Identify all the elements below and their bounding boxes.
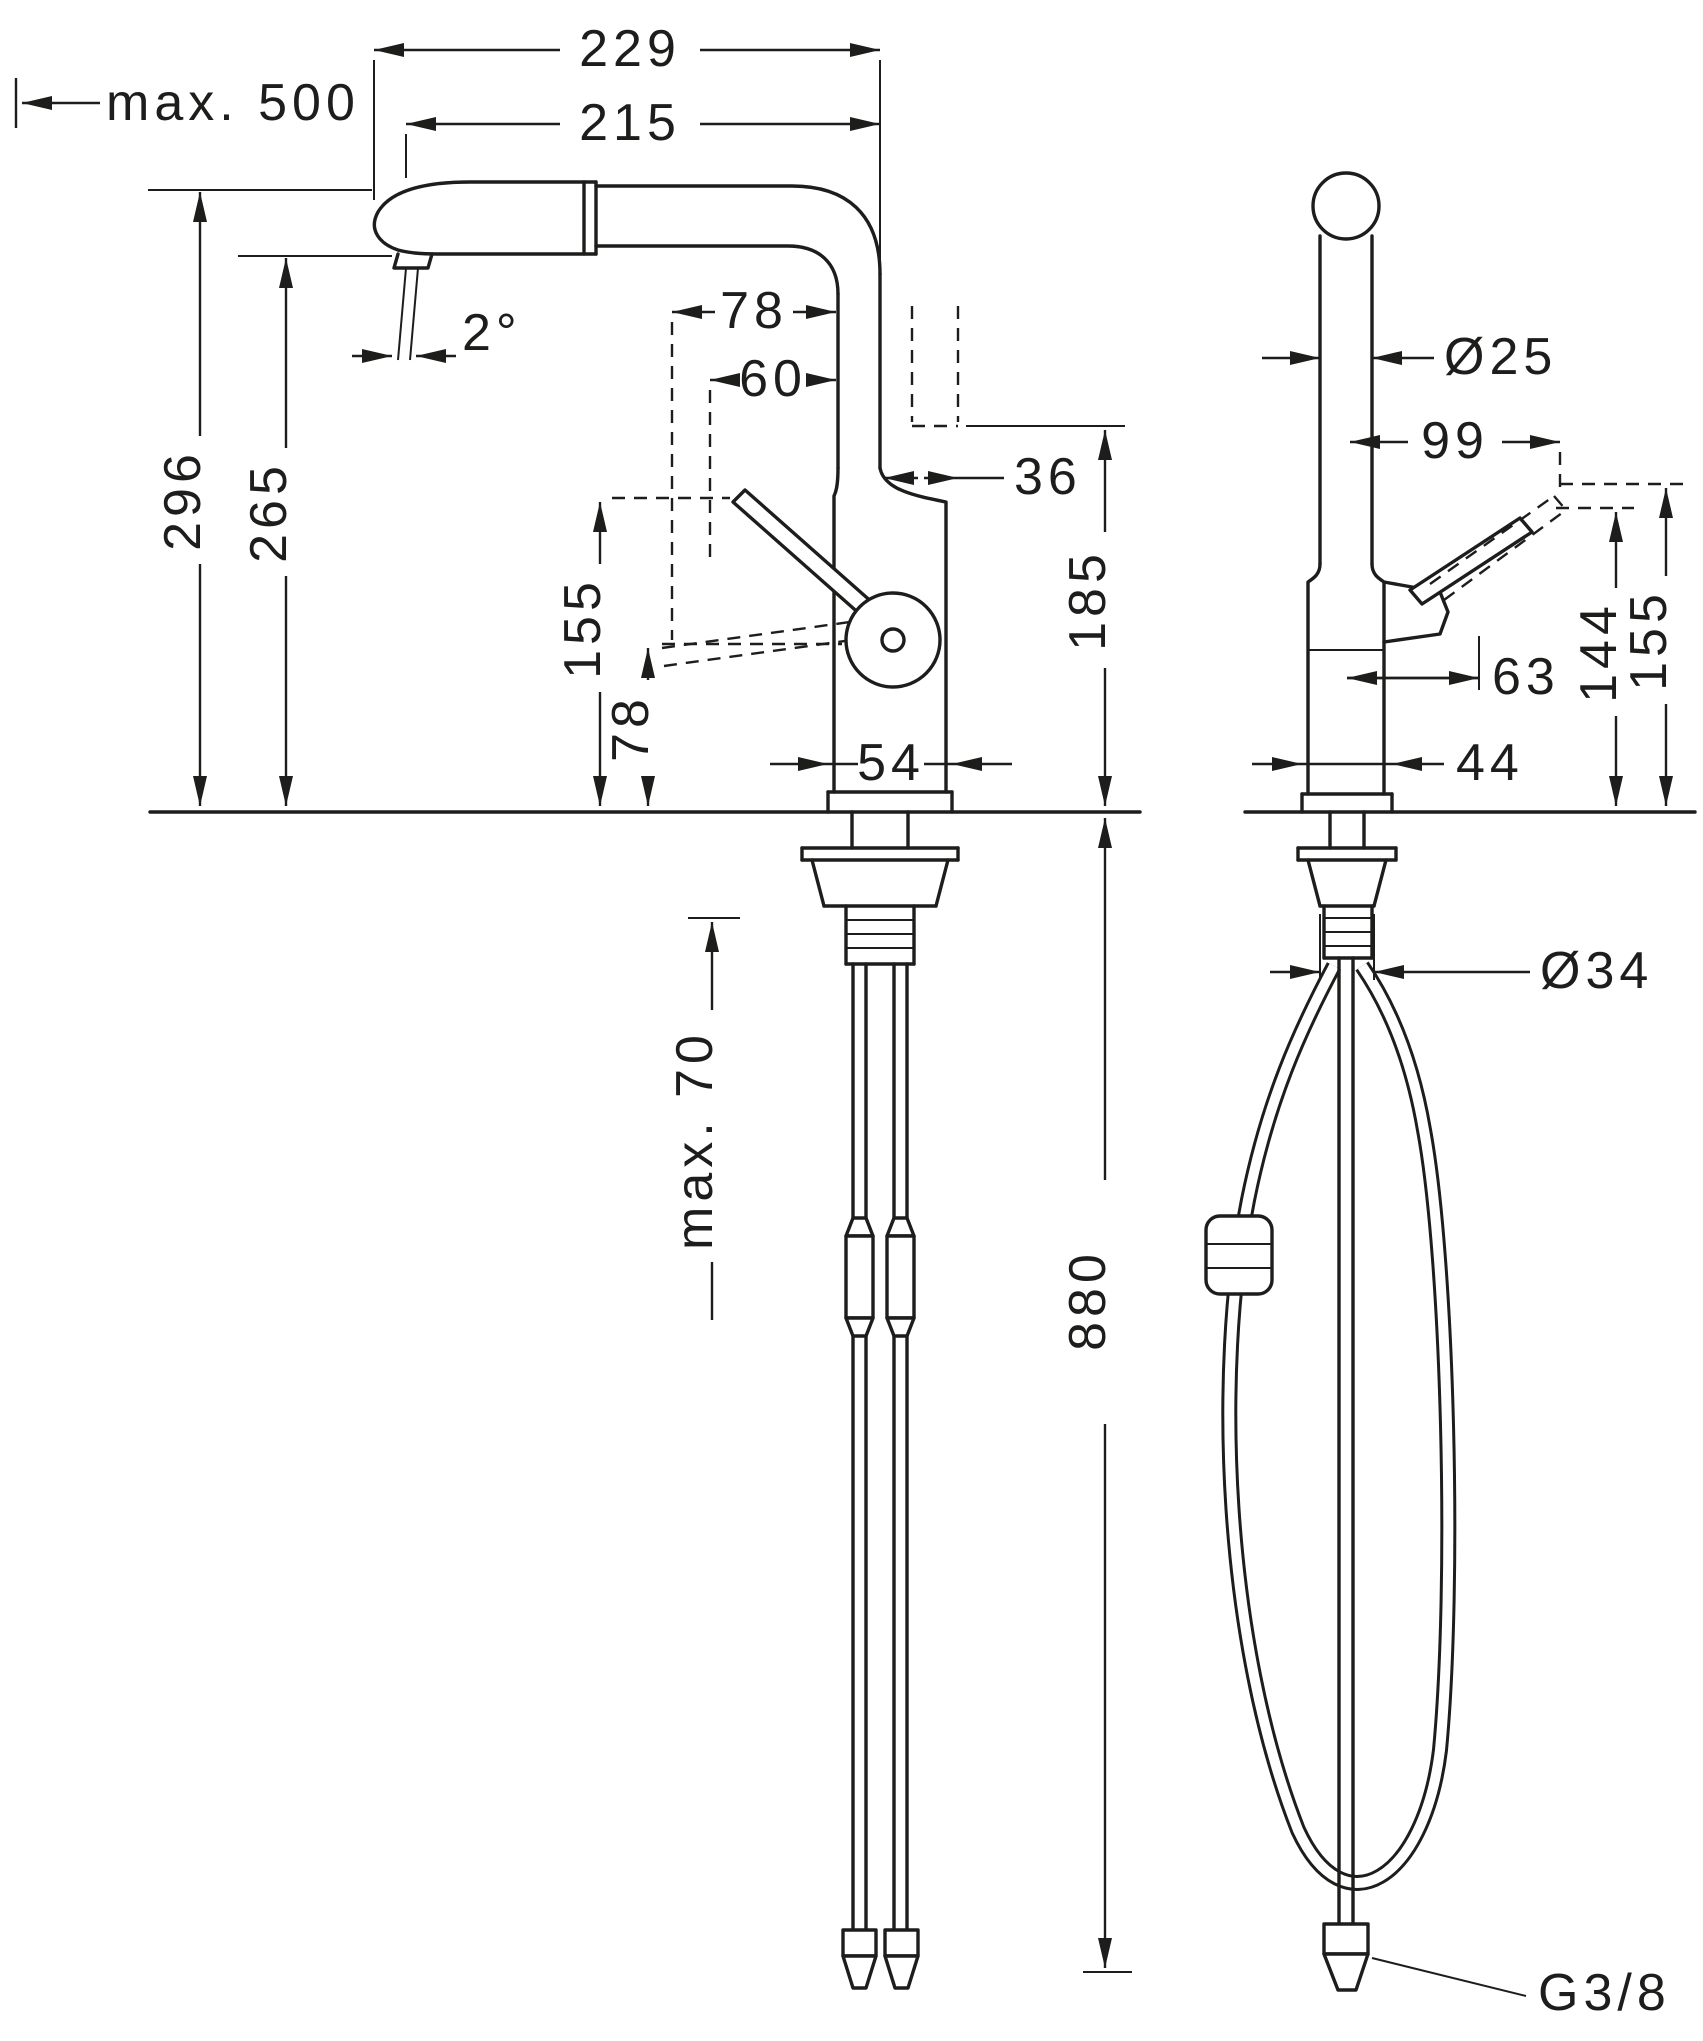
dim-44-base-label: 44 (1456, 734, 1524, 792)
dim-215: 215 (405, 94, 880, 178)
dim-265-label: 265 (240, 461, 298, 563)
dim-155-handle-label: 155 (554, 577, 612, 679)
dim-296-label: 296 (154, 449, 212, 551)
dim-34-dia-label: Ø34 (1540, 942, 1653, 1000)
thread-g38-label: G3/8 (1538, 1964, 1671, 2022)
dim-880-hose: 880 (1059, 818, 1132, 1973)
dim-78-pivot: 78 (602, 642, 842, 806)
base-flange-front (826, 790, 954, 814)
mounting-parts-front (800, 810, 960, 966)
dim-63: 63 (1347, 636, 1560, 706)
dim-34-dia: Ø34 (1270, 914, 1653, 1000)
label-g38: G3/8 (1371, 1957, 1671, 2022)
dim-max-500: max. 500 (14, 74, 360, 132)
dim-60-reach: 60 (708, 350, 836, 560)
dim-880-hose-label: 880 (1059, 1249, 1117, 1351)
dim-25-dia-label: Ø25 (1444, 328, 1557, 386)
dim-angle-2-label: 2° (462, 304, 522, 362)
front-view: 229 215 max. 500 296 265 (14, 20, 1142, 1990)
dim-155-handle: 155 (554, 496, 730, 806)
mounting-parts-side (1296, 810, 1398, 960)
handle-pivot (844, 591, 942, 689)
handle-side (1382, 495, 1567, 644)
supply-hoses-front (851, 962, 909, 1932)
dim-44-base: 44 (1252, 734, 1524, 792)
dim-max-70: max. 70 (666, 917, 740, 1320)
dim-36-offset: 36 (884, 448, 1082, 506)
supply-pipe-side (1337, 956, 1355, 1926)
spout-swivel-dashed (910, 306, 960, 428)
dim-229-label: 229 (579, 20, 681, 78)
dim-78-reach-label: 78 (720, 282, 788, 340)
pullout-hose-loop (1221, 961, 1457, 1891)
water-stream (397, 267, 419, 361)
dim-185-outlet-label: 185 (1059, 549, 1117, 651)
dim-78-pivot-label: 78 (602, 694, 660, 762)
dim-265: 265 (238, 255, 392, 806)
spout-outline (594, 184, 882, 470)
dim-78-reach: 78 (670, 282, 836, 640)
side-view: Ø25 99 144 155 63 (1204, 171, 1697, 2022)
dim-angle-2: 2° (352, 304, 522, 363)
spray-head (372, 180, 598, 270)
dim-155-side: 155 (1560, 482, 1684, 806)
dim-296: 296 (148, 189, 372, 806)
dim-max-500-label: max. 500 (106, 74, 360, 132)
hose-fittings-front (841, 1928, 920, 1990)
handle-lever (661, 488, 876, 668)
dim-144-label: 144 (1570, 601, 1628, 703)
dim-max-70-label: max. 70 (666, 1030, 724, 1250)
faucet-body-side (1306, 171, 1386, 796)
dim-54-base: 54 (770, 734, 1012, 792)
dim-60-reach-label: 60 (739, 350, 807, 408)
dim-36-offset-label: 36 (1014, 448, 1082, 506)
dim-185-outlet: 185 (966, 425, 1125, 806)
dim-54-base-label: 54 (857, 734, 925, 792)
dim-25-dia: Ø25 (1262, 328, 1557, 386)
dim-99: 99 (1350, 412, 1562, 488)
dim-229: 229 (373, 20, 881, 264)
dim-155-side-label: 155 (1620, 589, 1678, 691)
dim-215-label: 215 (579, 94, 681, 152)
base-flange-side (1300, 792, 1394, 814)
dim-63-label: 63 (1492, 648, 1560, 706)
dim-99-label: 99 (1421, 412, 1489, 470)
hose-fitting-side (1322, 1922, 1370, 1992)
faucet-body (832, 466, 948, 794)
hose-couplers-front (844, 1216, 916, 1338)
dim-144: 144 (1556, 506, 1634, 806)
hose-weight (1204, 1214, 1274, 1296)
